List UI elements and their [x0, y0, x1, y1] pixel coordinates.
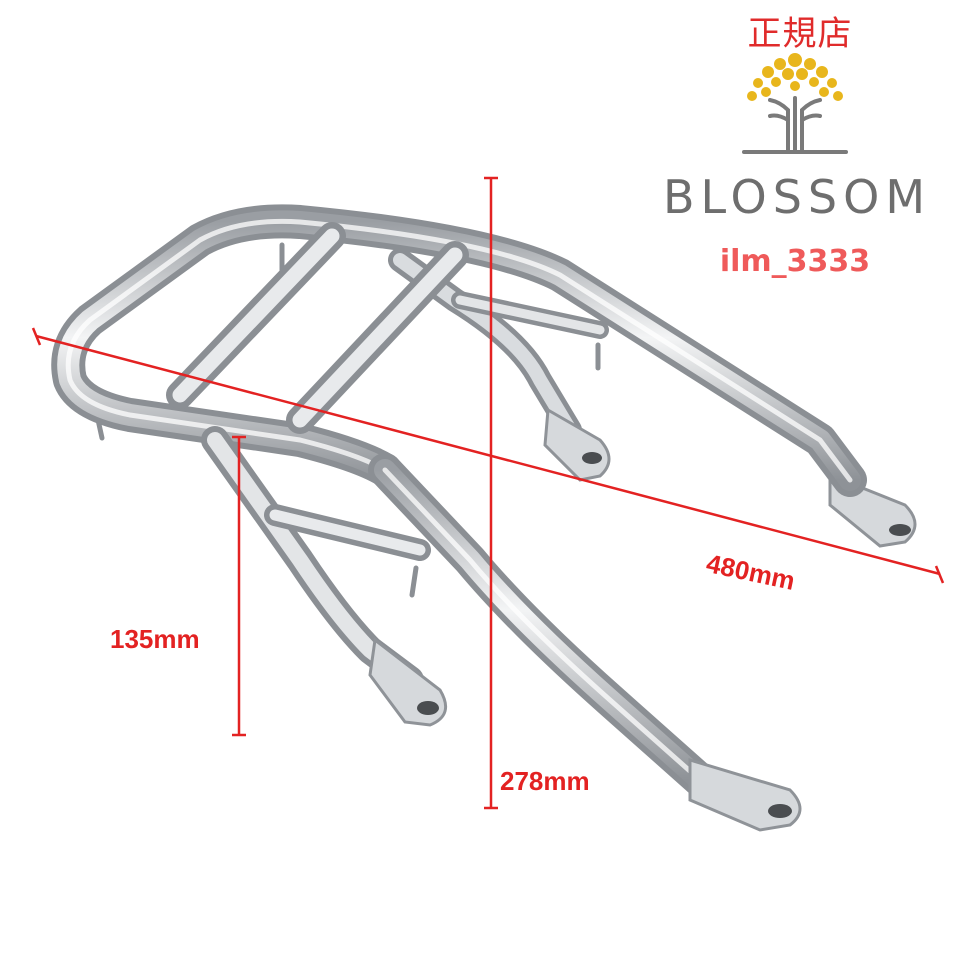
blossom-tree-logo-icon: [742, 53, 848, 154]
brand-name: BLOSSOM: [662, 170, 932, 224]
height-dimension-label: 135mm: [110, 624, 200, 654]
width-dimension-label: 278mm: [500, 766, 590, 796]
brand-handle: ilm_3333: [719, 244, 871, 279]
official-store-badge: 正規店: [747, 14, 853, 54]
